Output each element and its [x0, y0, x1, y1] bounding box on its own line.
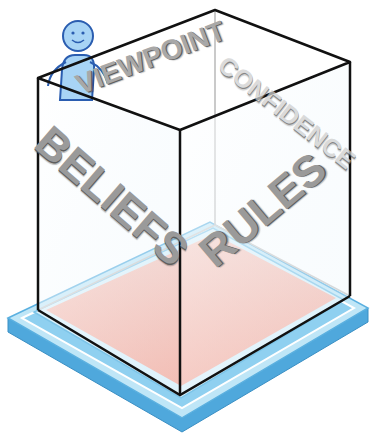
front-edge	[179, 130, 182, 395]
front-edge	[349, 62, 352, 296]
figure-smile	[72, 40, 84, 43]
figure-eye	[71, 31, 74, 34]
wall-word: VIEWPOINT	[72, 17, 229, 99]
front-edge	[38, 296, 350, 395]
figure-eye	[81, 31, 84, 34]
figure-head	[63, 21, 93, 51]
front-edge	[37, 78, 40, 310]
